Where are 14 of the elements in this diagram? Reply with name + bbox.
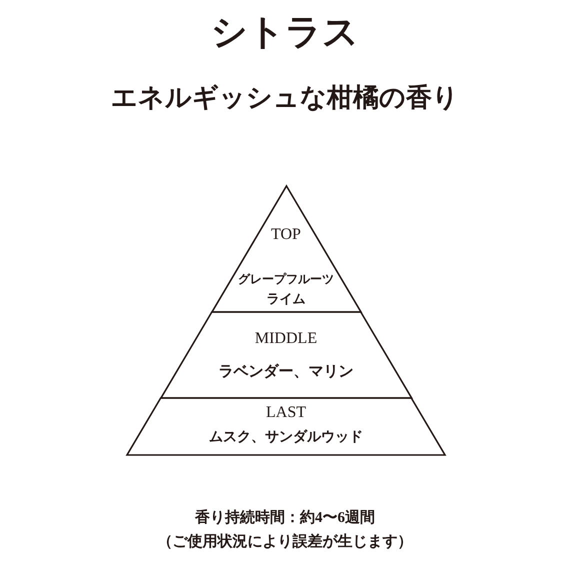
note-text: （ご使用状況により誤差が生じます） [156,532,414,551]
pyramid-band [127,398,445,455]
note-text: 香り持続時間：約4〜6週間 [194,508,376,527]
subtitle: エネルギッシュな柑橘の香り [110,82,460,114]
tier-heading: LAST [265,404,307,422]
pyramid-band [160,312,412,398]
ingredient-text: ラベンダー、マリン [217,362,354,381]
ingredient-text: ライム [265,290,306,308]
tier-heading: MIDDLE [254,330,318,348]
ingredient-text: ムスク、サンダルウッド [208,428,364,446]
pyramid-band [212,186,360,312]
title: シトラス [210,11,360,54]
ingredient-text: グレープフルーツ [236,271,335,288]
tier-heading: TOP [270,226,302,244]
